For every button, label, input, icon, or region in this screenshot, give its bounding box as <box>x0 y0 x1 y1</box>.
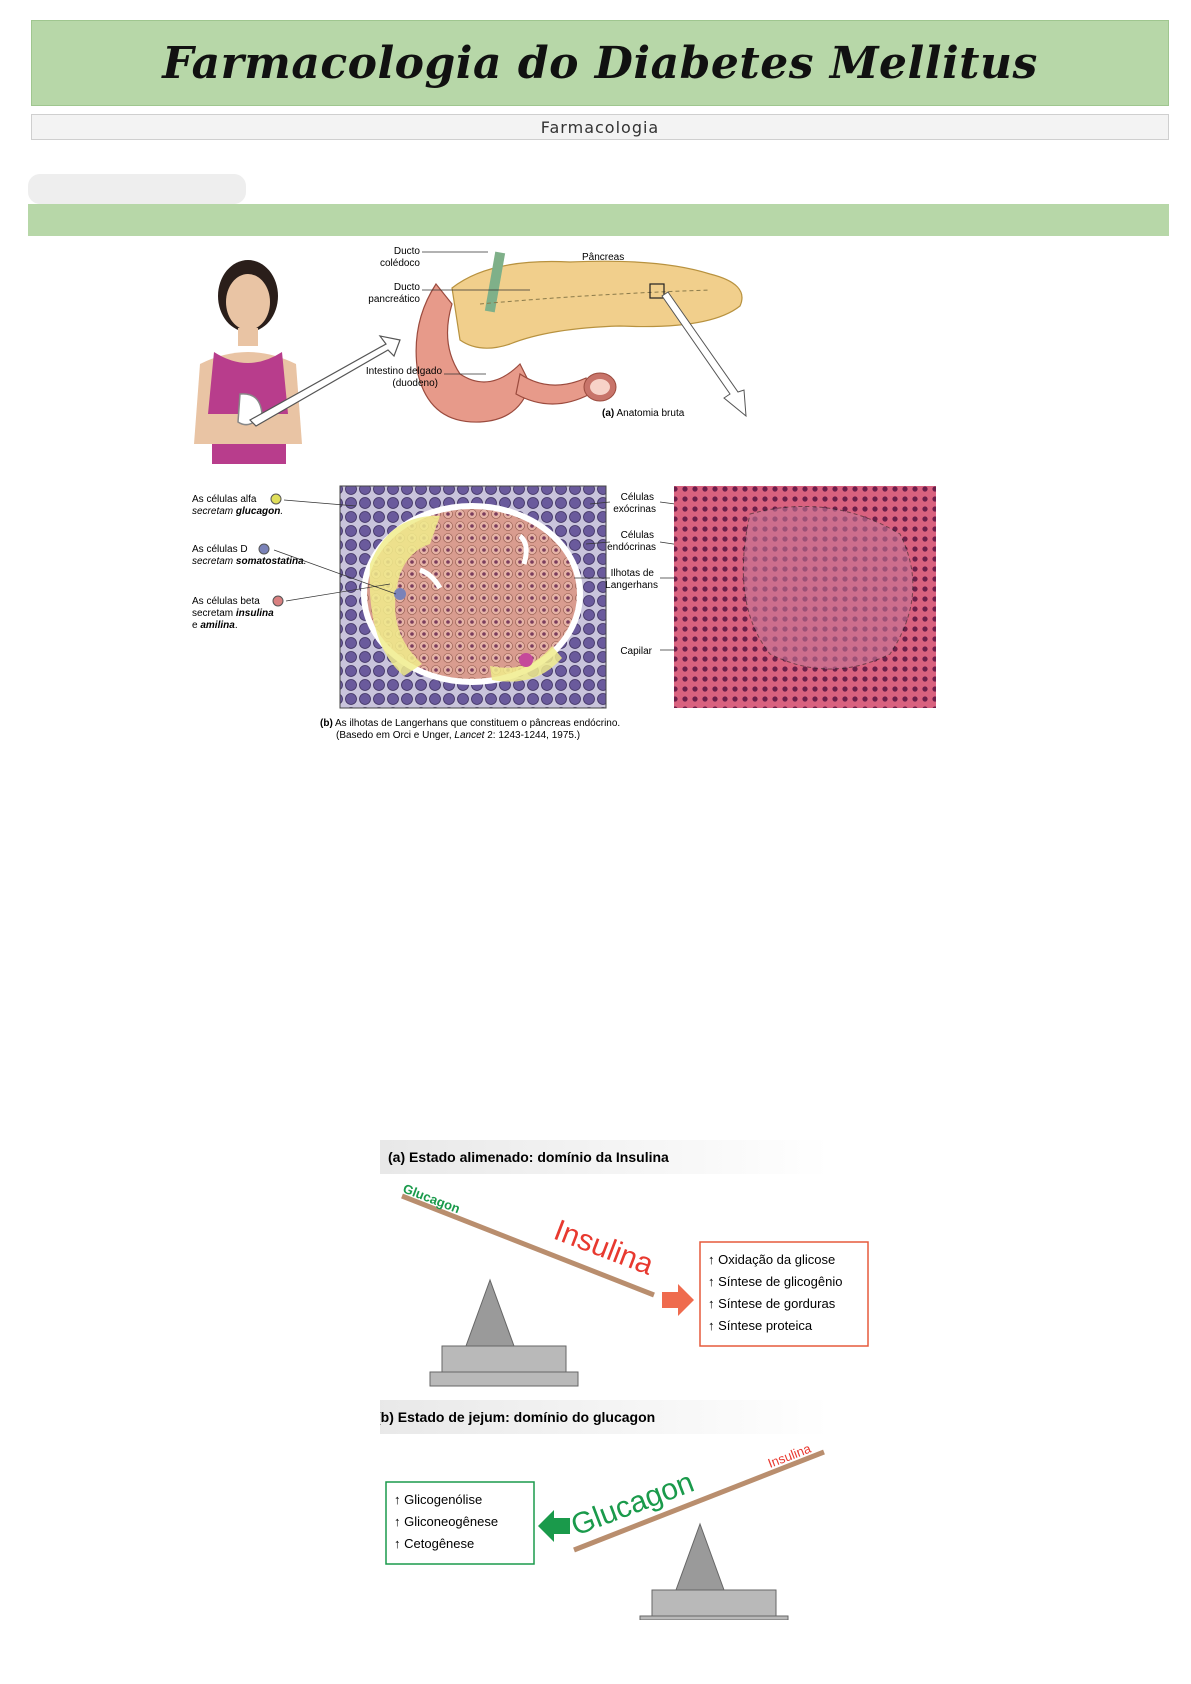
fasting-effect-3-arrow: ↑ <box>394 1536 401 1551</box>
label-d-1: As células D <box>192 544 248 555</box>
label-alfa-2a: secretam <box>192 506 233 517</box>
caption-a: (a) Anatomia bruta <box>602 408 685 419</box>
fed-effect-1-arrow: ↑ <box>708 1252 715 1267</box>
caption-a-text: Anatomia bruta <box>616 408 684 419</box>
fasting-effect-1: ↑ Glicogenólise <box>394 1492 482 1507</box>
label-alfa-2b: glucagon <box>235 506 280 517</box>
label-ilhotas-2: Langerhans <box>605 580 658 591</box>
fed-arrow-icon <box>662 1284 694 1316</box>
caption-b-line2: (Basedo em Orci e Unger, Lancet 2: 1243-… <box>336 730 580 741</box>
fasting-effect-3: ↑ Cetogênese <box>394 1536 474 1551</box>
fasting-effect-2: ↑ Gliconeogênese <box>394 1514 498 1529</box>
label-endocrinas-1: Células <box>621 530 654 541</box>
caption-a-letter: (a) <box>602 408 614 419</box>
caption-b-line2a: (Basedo em Orci e Unger, <box>336 730 452 741</box>
label-beta-3b: amilina <box>200 620 235 631</box>
label-beta-3a: e <box>192 620 198 631</box>
subject-bar: Farmacologia <box>31 114 1169 140</box>
label-d-2b: somatostatina <box>236 556 304 567</box>
label-ilhotas-1: Ilhotas de <box>611 568 655 579</box>
label-capilar: Capilar <box>620 646 652 657</box>
fed-effect-2-arrow: ↑ <box>708 1274 715 1289</box>
label-beta-3: e amilina. <box>192 620 238 631</box>
fed-insulina-label: Insulina <box>549 1214 658 1282</box>
label-endocrinas-2: endócrinas <box>607 542 656 553</box>
pancreas-figure: Ducto colédoco Ducto pancreático Pâncrea… <box>190 244 1010 744</box>
label-alfa-1: As células alfa <box>192 494 257 505</box>
label-exocrinas-1: Células <box>621 492 654 503</box>
histology-micrograph <box>674 486 936 708</box>
fed-effect-4-arrow: ↑ <box>708 1318 715 1333</box>
label-beta-1: As células beta <box>192 596 260 607</box>
fasting-glucagon-label: Glucagon <box>567 1466 699 1543</box>
fed-effect-2: ↑ Síntese de glicogênio <box>708 1274 842 1289</box>
pancreas-anatomy: Ducto colédoco Ducto pancreático Pâncrea… <box>366 246 746 422</box>
islet-diagram <box>340 486 606 708</box>
label-intestino-2: (duodeno) <box>392 378 438 389</box>
label-pancreas: Pâncreas <box>582 252 624 263</box>
caption-b-line2b: Lancet <box>454 730 485 741</box>
label-intestino-1: Intestino delgado <box>366 366 443 377</box>
label-ducto-pancreatico-2: pancreático <box>368 294 420 305</box>
balance-figure: (a) Estado alimenado: domínio da Insulin… <box>380 1140 880 1620</box>
label-exocrinas-2: exócrinas <box>613 504 656 515</box>
caption-b-text: As ilhotas de Langerhans que constituem … <box>335 718 620 729</box>
fed-effect-4: ↑ Síntese proteica <box>708 1318 813 1333</box>
label-beta-2: secretam insulina <box>192 608 274 619</box>
fasting-effect-1-arrow: ↑ <box>394 1492 401 1507</box>
label-ducto-coledoco-1: Ducto <box>394 246 421 257</box>
caption-b-line2c: 2: 1243-1244, 1975.) <box>487 730 580 741</box>
woman-illustration <box>194 260 400 464</box>
section-tab <box>28 174 246 204</box>
fasting-effect-2-arrow: ↑ <box>394 1514 401 1529</box>
title-banner: Farmacologia do Diabetes Mellitus <box>31 20 1169 106</box>
page-title: Farmacologia do Diabetes Mellitus <box>162 38 1038 89</box>
caption-b-line1: (b) As ilhotas de Langerhans que constit… <box>320 718 620 729</box>
fasting-arrow-icon <box>538 1510 570 1542</box>
pancreas-figure-svg: Ducto colédoco Ducto pancreático Pâncrea… <box>190 244 1010 744</box>
label-beta-2a: secretam <box>192 608 233 619</box>
label-d-2a: secretam <box>192 556 233 567</box>
balance-figure-svg: (a) Estado alimenado: domínio da Insulin… <box>380 1140 880 1620</box>
label-ducto-coledoco-2: colédoco <box>380 258 420 269</box>
subject-label: Farmacologia <box>541 118 659 137</box>
fasting-state-panel: (b) Estado de jejum: domínio do glucagon… <box>380 1400 830 1620</box>
fed-effect-3-arrow: ↑ <box>708 1296 715 1311</box>
label-d-2: secretam somatostatina. <box>192 556 306 567</box>
fasting-heading: (b) Estado de jejum: domínio do glucagon <box>380 1409 655 1425</box>
label-alfa-2: secretam glucagon. <box>192 506 283 517</box>
fed-effect-1: ↑ Oxidação da glicose <box>708 1252 835 1267</box>
caption-b-letter: (b) <box>320 718 333 729</box>
label-ducto-pancreatico-1: Ducto <box>394 282 421 293</box>
section-bar <box>28 204 1169 236</box>
fed-state-panel: (a) Estado alimenado: domínio da Insulin… <box>380 1140 868 1386</box>
label-beta-2b: insulina <box>236 608 274 619</box>
fed-heading: (a) Estado alimenado: domínio da Insulin… <box>388 1149 669 1165</box>
fed-effect-3: ↑ Síntese de gorduras <box>708 1296 836 1311</box>
